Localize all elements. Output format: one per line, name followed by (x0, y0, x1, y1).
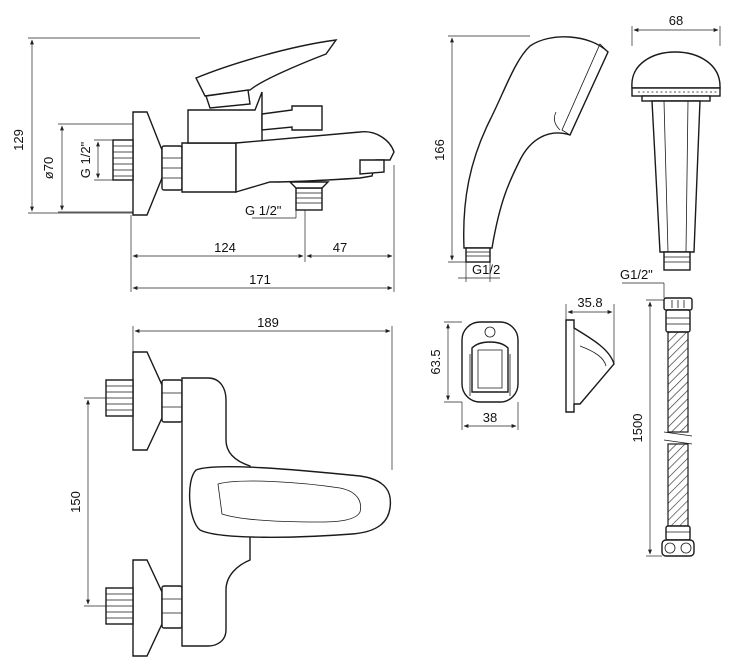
dim-68: 68 (669, 13, 683, 28)
dim-124: 124 (214, 240, 236, 255)
wall-holder-front: 63.5 38 (428, 321, 519, 430)
shower-hose: G1/2" 1500 (620, 267, 695, 557)
dim-166: 166 (432, 139, 447, 161)
dim-189: 189 (257, 315, 279, 330)
dim-63-5: 63.5 (428, 349, 443, 374)
dim-wall-thread: G 1/2" (78, 141, 93, 178)
mixer-top-view: 189 150 (68, 315, 393, 657)
wall-holder-side: 35.8 (565, 295, 615, 413)
dim-1500: 1500 (630, 414, 645, 443)
dim-38: 38 (483, 410, 497, 425)
dim-flange-diameter: ø70 (41, 157, 56, 179)
dim-hose-thread: G1/2" (620, 267, 653, 282)
dim-171: 171 (249, 272, 271, 287)
hand-shower-side: 166 G1/2 (432, 35, 609, 282)
hand-shower-front: 68 (631, 13, 721, 271)
dim-150: 150 (68, 491, 83, 513)
dim-height: 129 (11, 129, 26, 151)
dim-35-8: 35.8 (577, 295, 602, 310)
mixer-side-view: 129 ø70 G 1/2" G 1/2" 124 47 171 (11, 37, 395, 292)
dim-hand-thread: G1/2 (472, 262, 500, 277)
dim-47: 47 (333, 240, 347, 255)
dim-outlet-thread: G 1/2" (245, 203, 282, 218)
